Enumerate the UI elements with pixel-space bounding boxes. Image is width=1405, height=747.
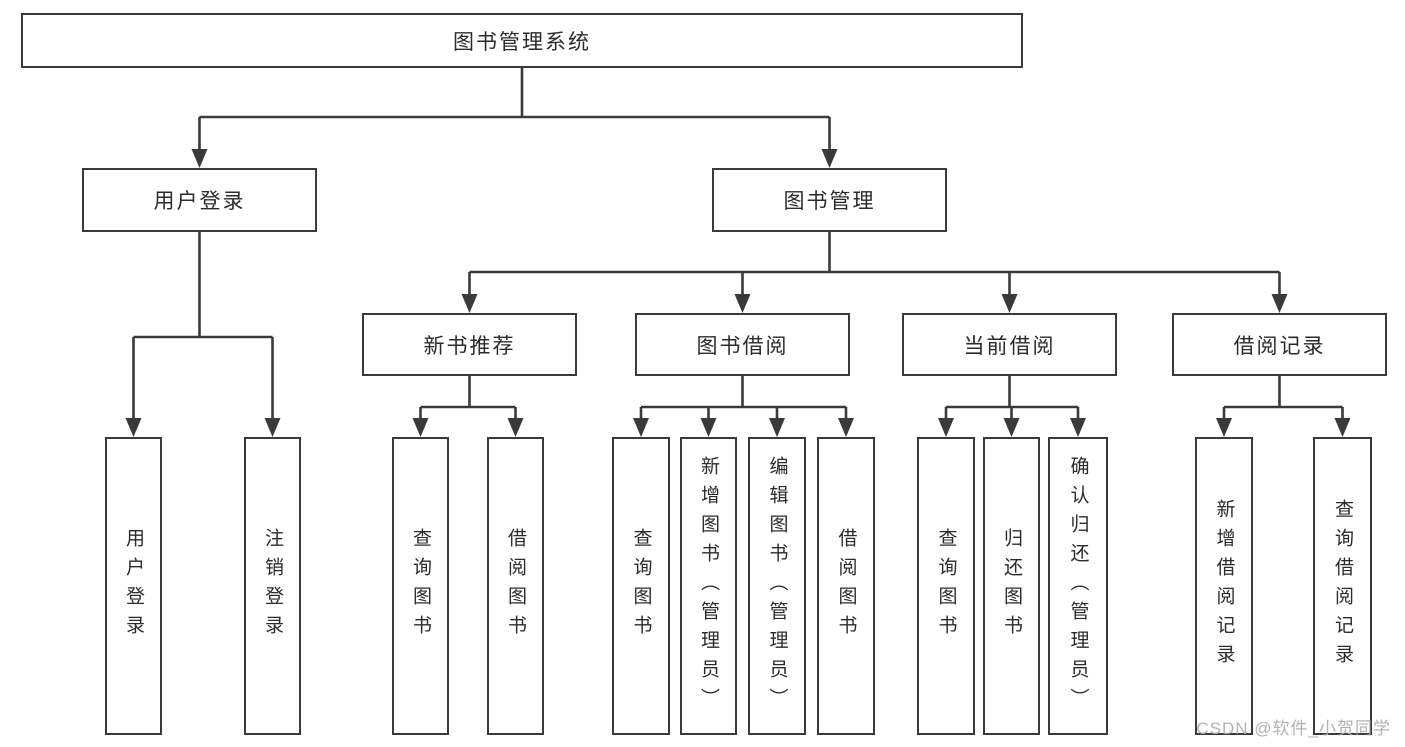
arrowhead bbox=[1070, 418, 1086, 437]
leaf-add-borrow-record-label: 新增借阅记录 bbox=[1213, 499, 1235, 673]
leaf-query-books-3: 查询图书 bbox=[917, 437, 975, 735]
leaf-add-book-admin: 新增图书（管理员） bbox=[680, 437, 737, 735]
node-user-login-label: 用户登录 bbox=[153, 190, 246, 213]
leaf-borrow-books-2: 借阅图书 bbox=[817, 437, 875, 735]
leaf-logout-label: 注销登录 bbox=[262, 528, 283, 644]
leaf-add-borrow-record: 新增借阅记录 bbox=[1195, 437, 1253, 735]
arrowhead bbox=[191, 149, 208, 168]
leaf-edit-book-admin-label: 编辑图书（管理员） bbox=[766, 455, 788, 717]
leaf-query-books-2-label: 查询图书 bbox=[630, 528, 652, 644]
leaf-borrow-books-1: 借阅图书 bbox=[487, 437, 544, 735]
leaf-confirm-return-admin-label: 确认归还（管理员） bbox=[1067, 455, 1089, 717]
leaf-query-books-3-label: 查询图书 bbox=[935, 528, 957, 644]
arrowhead bbox=[1003, 418, 1020, 437]
watermark-text: CSDN @软件_小贺同学 bbox=[1196, 719, 1391, 738]
leaf-borrow-books-2-label: 借阅图书 bbox=[835, 528, 857, 644]
arrowhead bbox=[1001, 294, 1018, 313]
arrowhead bbox=[734, 294, 751, 313]
leaf-user-login: 用户登录 bbox=[105, 437, 162, 735]
leaf-query-borrow-record-label: 查询借阅记录 bbox=[1332, 499, 1353, 673]
arrowhead bbox=[838, 418, 854, 437]
leaf-user-login-label: 用户登录 bbox=[123, 528, 144, 644]
leaf-logout: 注销登录 bbox=[244, 437, 301, 735]
node-new-book-recommend-label: 新书推荐 bbox=[423, 334, 516, 358]
node-book-borrow: 图书借阅 bbox=[635, 313, 850, 376]
leaf-add-book-admin-label: 新增图书（管理员） bbox=[698, 455, 719, 717]
arrowhead bbox=[1334, 418, 1351, 437]
leaf-edit-book-admin: 编辑图书（管理员） bbox=[748, 437, 806, 735]
arrowhead bbox=[700, 418, 717, 437]
node-root: 图书管理系统 bbox=[21, 13, 1023, 68]
arrowhead bbox=[461, 294, 478, 313]
arrowhead bbox=[633, 418, 649, 437]
leaf-query-books-2: 查询图书 bbox=[612, 437, 670, 735]
leaf-confirm-return-admin: 确认归还（管理员） bbox=[1048, 437, 1108, 735]
arrowhead bbox=[1216, 418, 1232, 437]
arrowhead bbox=[412, 418, 429, 437]
node-current-borrow-label: 当前借阅 bbox=[963, 334, 1056, 358]
leaf-borrow-books-1-label: 借阅图书 bbox=[505, 528, 526, 644]
arrowhead bbox=[938, 418, 954, 437]
node-book-management: 图书管理 bbox=[712, 168, 947, 232]
arrowhead bbox=[264, 418, 281, 437]
leaf-return-book-label: 归还图书 bbox=[1001, 528, 1022, 644]
node-borrow-records: 借阅记录 bbox=[1172, 313, 1387, 376]
arrowhead bbox=[507, 418, 524, 437]
node-current-borrow: 当前借阅 bbox=[902, 313, 1117, 376]
node-book-borrow-label: 图书借阅 bbox=[696, 334, 789, 358]
node-root-label: 图书管理系统 bbox=[453, 30, 591, 54]
leaf-return-book: 归还图书 bbox=[983, 437, 1040, 735]
leaf-query-books-1: 查询图书 bbox=[392, 437, 449, 735]
node-user-login: 用户登录 bbox=[82, 168, 317, 232]
arrowhead bbox=[821, 149, 838, 168]
leaf-query-books-1-label: 查询图书 bbox=[410, 528, 431, 644]
arrowhead bbox=[769, 418, 785, 437]
node-borrow-records-label: 借阅记录 bbox=[1233, 334, 1326, 358]
leaf-query-borrow-record: 查询借阅记录 bbox=[1313, 437, 1372, 735]
node-new-book-recommend: 新书推荐 bbox=[362, 313, 577, 376]
arrowhead bbox=[125, 418, 142, 437]
node-book-management-label: 图书管理 bbox=[783, 190, 876, 213]
arrowhead bbox=[1271, 294, 1288, 313]
